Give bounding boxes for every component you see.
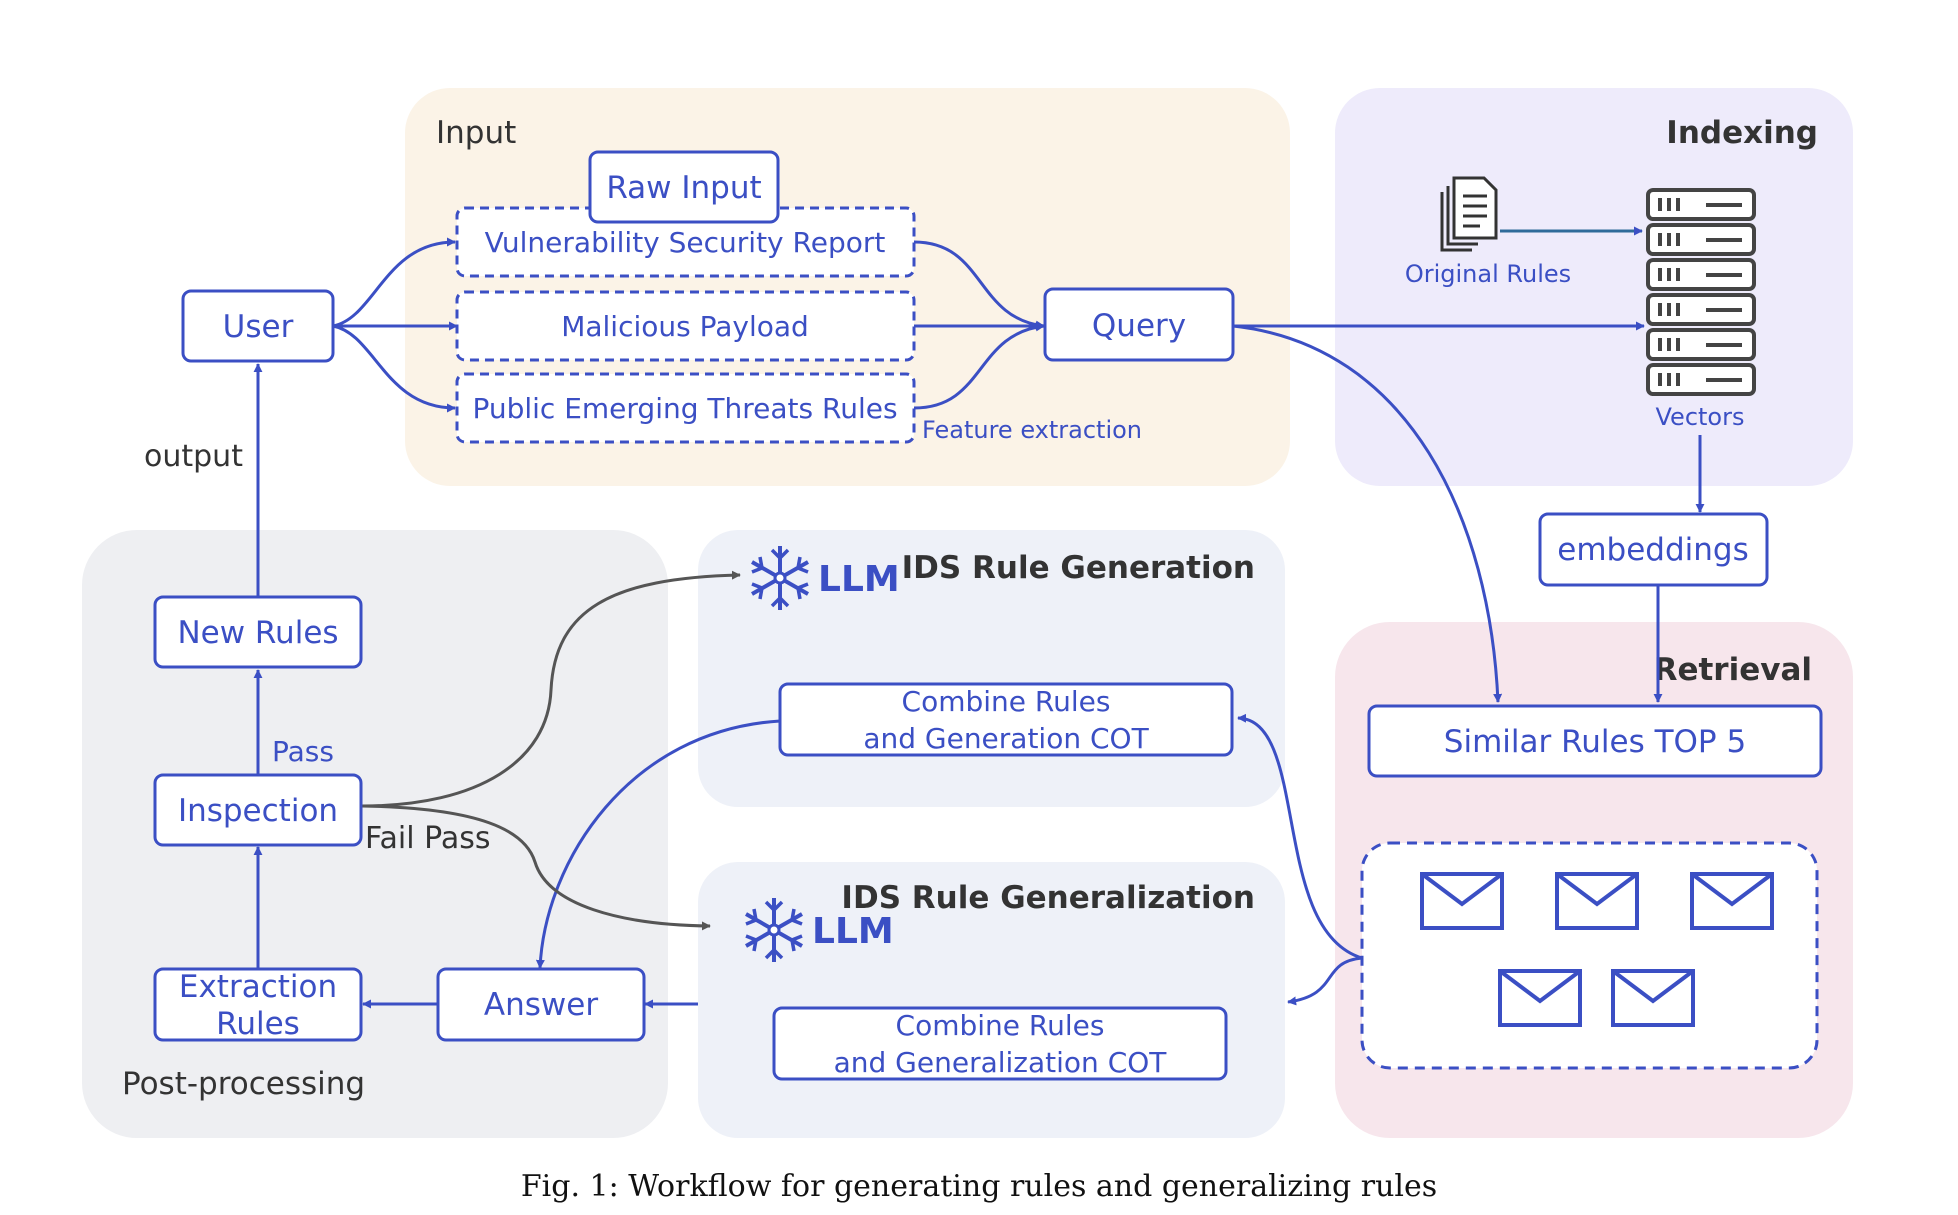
similar-rules-node xyxy=(1367,704,1823,778)
llm-generation-label: LLM xyxy=(818,559,900,600)
vuln-report-node xyxy=(455,206,916,278)
answer-label: Answer xyxy=(484,987,598,1023)
envelope-icon xyxy=(1420,872,1504,930)
query-node xyxy=(1043,287,1235,362)
edge-user-to-public-rules xyxy=(332,324,456,413)
raw-input-label: Raw Input xyxy=(606,170,761,206)
combine-generalization-node xyxy=(772,1006,1228,1081)
envelope-icon xyxy=(1690,872,1774,930)
generation-region-title: IDS Rule Generation xyxy=(902,550,1255,586)
original-rules-label: Original Rules xyxy=(1405,260,1571,288)
input-region-title: Input xyxy=(436,115,516,151)
malicious-payload-label: Malicious Payload xyxy=(561,310,809,343)
edge-combine-generation-to-answer xyxy=(535,719,781,969)
public-rules-node xyxy=(455,372,916,444)
postprocessing-region-title: Post-processing xyxy=(122,1066,365,1102)
combine-generation-node xyxy=(778,682,1234,757)
feature-extraction-label: Feature extraction xyxy=(922,416,1142,444)
combine-generalization-line2: and Generalization COT xyxy=(834,1046,1168,1079)
document-stack-icon xyxy=(1440,176,1498,252)
output-label: output xyxy=(144,439,243,474)
edge-examples-to-combine-generation xyxy=(1237,713,1363,960)
server-rack-icon xyxy=(1646,188,1756,396)
inspection-node xyxy=(153,773,363,847)
inspection-label: Inspection xyxy=(178,793,338,829)
fail-pass-label: Fail Pass xyxy=(365,821,490,856)
indexing-region-title: Indexing xyxy=(1666,115,1818,151)
embeddings-label: embeddings xyxy=(1557,532,1748,568)
edge-examples-to-generalization xyxy=(1287,956,1363,1006)
extraction-rules-line1: Extraction xyxy=(179,969,337,1005)
edge-inspection-fail-to-llm-generation xyxy=(361,570,741,808)
combine-generation-line2: and Generation COT xyxy=(863,722,1149,755)
malicious-payload-node xyxy=(455,290,916,362)
combine-generalization-line1: Combine Rules xyxy=(896,1009,1105,1042)
generalization-region-title: IDS Rule Generalization xyxy=(841,880,1255,916)
new-rules-node xyxy=(153,595,363,669)
user-node xyxy=(181,289,335,363)
edge-public-rules-to-query xyxy=(913,322,1045,410)
pass-label: Pass xyxy=(272,735,334,768)
edge-inspection-pass-to-llm-generalization xyxy=(361,804,711,931)
new-rules-label: New Rules xyxy=(177,615,338,651)
raw-input-node xyxy=(588,150,780,224)
envelope-icon xyxy=(1555,872,1639,930)
edge-query-to-similar-rules xyxy=(1232,324,1503,703)
vectors-label: Vectors xyxy=(1656,403,1745,431)
user-label: User xyxy=(223,309,294,345)
extraction-rules-line2: Rules xyxy=(216,1006,300,1042)
public-rules-label: Public Emerging Threats Rules xyxy=(472,392,897,425)
retrieval-region-title: Retrieval xyxy=(1654,652,1812,688)
similar-rules-label: Similar Rules TOP 5 xyxy=(1444,724,1746,760)
extraction-rules-node xyxy=(153,967,363,1042)
llm-generalization-label: LLM xyxy=(812,911,894,952)
edge-vuln-report-to-query xyxy=(913,240,1045,330)
combine-generation-line1: Combine Rules xyxy=(902,685,1111,718)
vuln-report-label: Vulnerability Security Report xyxy=(485,226,886,259)
envelope-icon xyxy=(1498,969,1582,1027)
envelope-icon xyxy=(1611,969,1695,1027)
query-label: Query xyxy=(1092,308,1186,344)
figure-caption: Fig. 1: Workflow for generating rules an… xyxy=(521,1169,1437,1204)
answer-node xyxy=(436,967,646,1042)
edge-user-to-vuln-report xyxy=(332,237,456,328)
embeddings-node xyxy=(1538,512,1769,587)
